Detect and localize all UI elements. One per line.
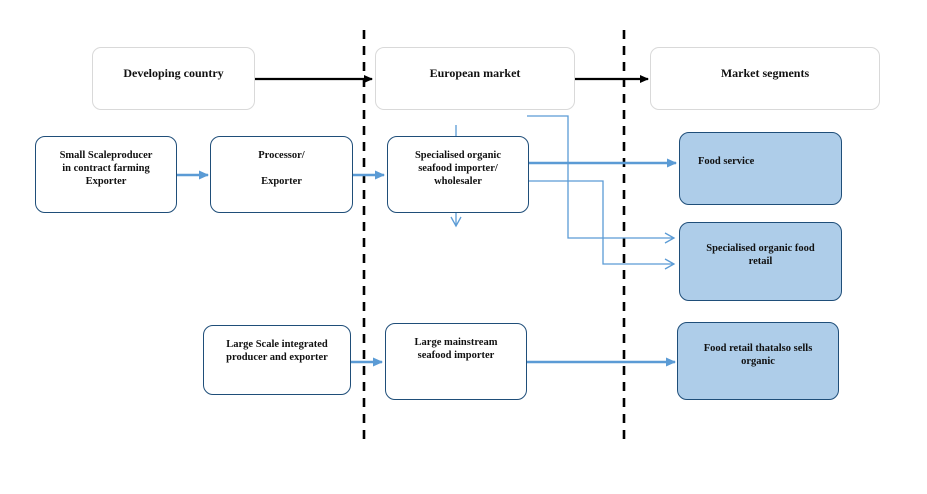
- node-processor-line-3: Exporter: [261, 176, 302, 187]
- node-mainstream-importer-line-1: Large mainstream: [414, 337, 498, 348]
- node-large-scale-line-2: producer and exporter: [226, 352, 328, 363]
- node-small-scale-line-2: in contract farming: [62, 163, 150, 174]
- node-processor-line-1: Processor/: [258, 150, 305, 161]
- arrow-european-market-to-specialised-retail: [527, 115, 676, 244]
- node-small-scale-producer: Small Scaleproducer in contract farming …: [35, 136, 177, 213]
- header-developing-country: Developing country: [92, 47, 255, 110]
- node-small-scale-line-1: Small Scaleproducer: [59, 150, 153, 161]
- node-small-scale-line-3: Exporter: [85, 176, 127, 187]
- segment-food-service: Food service: [679, 132, 842, 205]
- node-specialised-organic-importer: Specialised organic seafood importer/ wh…: [387, 136, 529, 213]
- header-market-segments: Market segments: [650, 47, 880, 110]
- segment-specialised-retail-line-2: retail: [748, 256, 773, 267]
- node-processor-exporter: Processor/ Exporter: [210, 136, 353, 213]
- segment-food-retail-line-1: Food retail thatalso sells: [703, 343, 813, 354]
- node-large-mainstream-importer: Large mainstream seafood importer: [385, 323, 527, 400]
- header-developing-country-label: Developing country: [123, 66, 224, 80]
- node-large-scale-line-1: Large Scale integrated: [226, 339, 328, 350]
- header-european-market-label: European market: [429, 66, 521, 80]
- segment-specialised-retail-line-1: Specialised organic food: [706, 243, 815, 254]
- node-large-scale-producer: Large Scale integrated producer and expo…: [203, 325, 351, 395]
- node-mainstream-importer-line-2: seafood importer: [417, 350, 495, 361]
- segment-food-retail-organic: Food retail thatalso sells organic: [677, 322, 839, 400]
- segment-specialised-organic-retail: Specialised organic food retail: [679, 222, 842, 301]
- header-european-market: European market: [375, 47, 575, 110]
- arrow-specialised-importer-to-specialised-retail: [529, 180, 676, 270]
- node-specialised-importer-line-1: Specialised organic: [414, 150, 502, 161]
- node-specialised-importer-line-3: wholesaler: [434, 176, 482, 187]
- header-market-segments-label: Market segments: [720, 66, 810, 80]
- node-specialised-importer-line-2: seafood importer/: [418, 163, 498, 174]
- segment-food-service-label: Food service: [698, 156, 755, 167]
- segment-food-retail-line-2: organic: [741, 356, 775, 367]
